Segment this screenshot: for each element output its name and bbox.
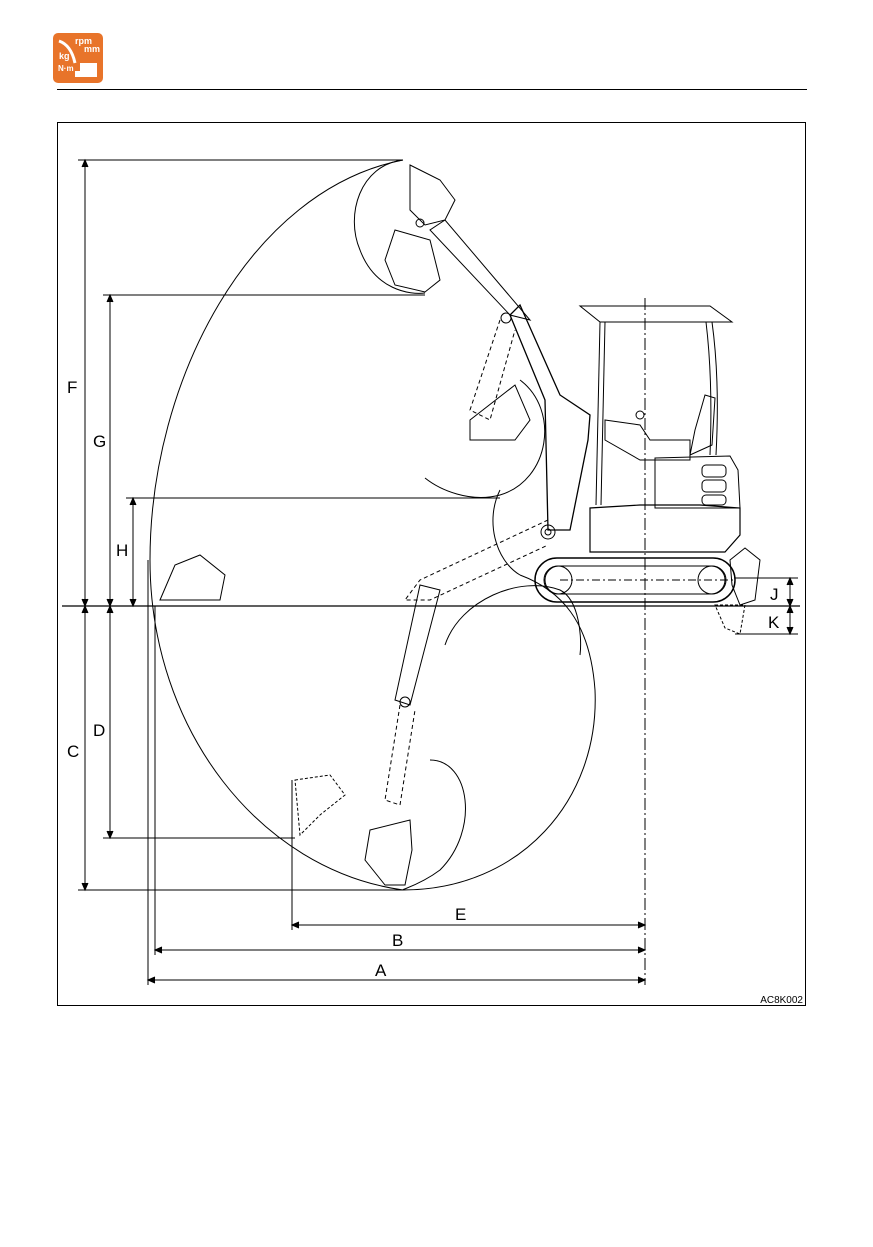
arrow-A-right: [638, 977, 645, 983]
canopy-roof: [580, 306, 732, 322]
figure-code: AC8K002: [760, 995, 803, 1006]
arm-down-lower: [385, 705, 415, 805]
right-digging-arc: [493, 490, 520, 575]
engine-hood: [655, 456, 740, 508]
canopy-post-front: [596, 322, 600, 505]
arm-down: [395, 585, 440, 705]
arrow-C-top: [82, 606, 88, 613]
dozer-blade-lowered: [715, 605, 745, 634]
excavator-machine: [160, 165, 760, 885]
dim-label-K: K: [768, 613, 780, 632]
arrow-F-top: [82, 160, 88, 167]
bucket-at-depth-D: [295, 775, 345, 835]
boom: [510, 305, 590, 530]
control-knob: [636, 411, 644, 419]
dim-label-E: E: [455, 905, 466, 924]
grille-3: [702, 495, 726, 505]
dim-label-J: J: [770, 585, 779, 604]
arrow-E-left: [292, 922, 299, 928]
dim-label-C: C: [67, 742, 79, 761]
arrow-A-left: [148, 977, 155, 983]
arrow-H-top: [130, 498, 136, 505]
dim-label-D: D: [93, 721, 105, 740]
canopy-post-rear-2: [706, 322, 711, 455]
top-bucket-arc: [354, 160, 425, 293]
bucket-max-depth: [365, 820, 412, 885]
bucket-ground-reach: [160, 555, 225, 600]
arm-reach-dashed: [405, 520, 548, 600]
arm-pin-top: [501, 313, 511, 323]
arm-raised: [430, 220, 530, 320]
arrow-D-bottom: [107, 831, 113, 838]
dim-label-F: F: [67, 378, 77, 397]
upper-structure: [590, 505, 740, 552]
canopy-post-front-2: [601, 322, 605, 505]
arrow-B-left: [155, 947, 162, 953]
bucket-mid: [470, 385, 530, 440]
max-reach-envelope: [150, 160, 595, 890]
arrow-B-right: [638, 947, 645, 953]
arrow-J-top: [787, 578, 793, 585]
dim-label-G: G: [93, 432, 106, 451]
dim-label-H: H: [116, 541, 128, 560]
arrow-C-bottom: [82, 883, 88, 890]
arrow-K-bottom: [787, 627, 793, 634]
bucket-at-max-dump: [385, 230, 440, 292]
inner-low-arc: [403, 760, 466, 890]
grille-2: [702, 480, 726, 492]
control-levers: [605, 420, 690, 460]
arm-mid-dashed: [470, 320, 515, 420]
grille-1: [702, 465, 726, 477]
arrow-H-bottom: [130, 599, 136, 606]
arrow-G-top: [107, 295, 113, 302]
inner-mid-arc: [445, 586, 581, 655]
arrow-K-top: [787, 606, 793, 613]
bucket-raised: [410, 165, 455, 225]
dim-label-B: B: [392, 931, 403, 950]
dim-label-A: A: [375, 961, 387, 980]
arrow-D-top: [107, 606, 113, 613]
mid-bucket-arc: [425, 380, 545, 497]
arrow-E-right: [638, 922, 645, 928]
